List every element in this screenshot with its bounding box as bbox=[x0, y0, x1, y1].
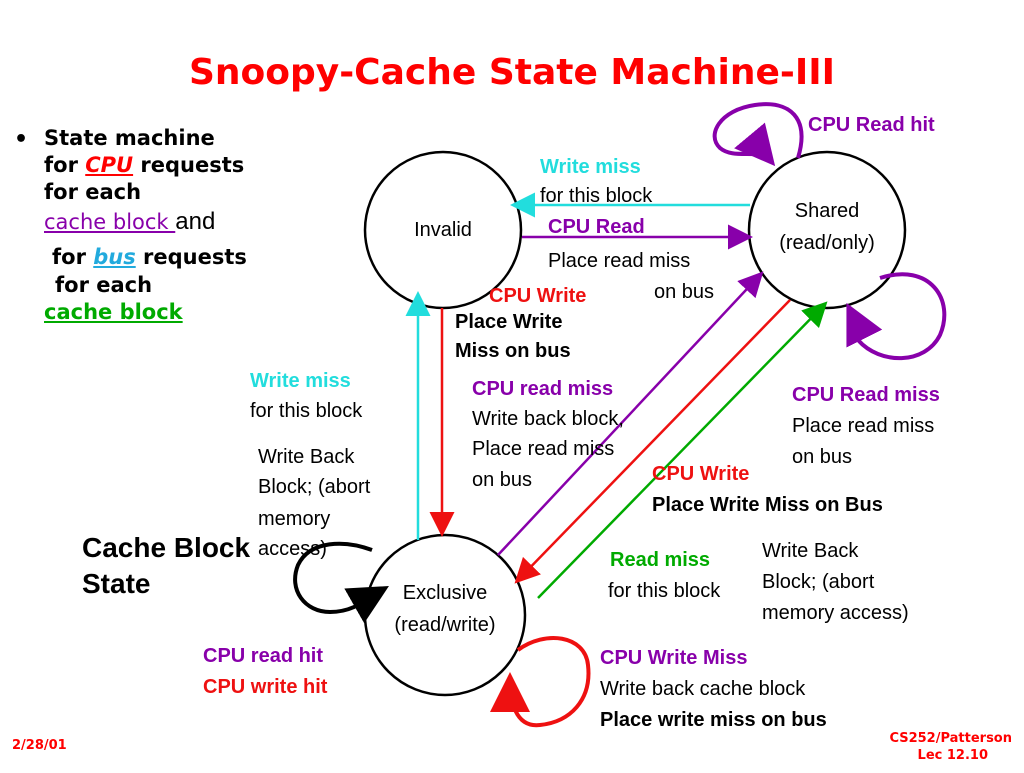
label-place-read-miss-2: on bus bbox=[654, 281, 715, 303]
legend-line-1: Cache Block bbox=[82, 532, 251, 563]
label-cpu-read-miss-shared-2: Place read miss bbox=[792, 415, 935, 437]
state-shared-label-2: (read/only) bbox=[779, 232, 875, 254]
bullet-line-5-b: requests bbox=[135, 245, 247, 269]
label-write-miss-left-1: Write miss bbox=[250, 370, 351, 392]
arrow-exclusive-to-shared bbox=[497, 271, 764, 556]
label-cpu-read-miss-shared-3: on bus bbox=[792, 446, 853, 468]
label-cpu-write-miss-1: CPU Write Miss bbox=[600, 647, 748, 669]
label-read-miss-2: for this block bbox=[608, 580, 721, 602]
bullet-line-5-a: for bbox=[52, 245, 94, 269]
loop-shared-read-hit bbox=[712, 102, 804, 167]
label-cpu-write: CPU Write bbox=[489, 285, 587, 307]
bullet-line-3: for each bbox=[44, 180, 142, 204]
bullet-cache-block-green: cache block bbox=[44, 300, 183, 324]
bullet-line-6: for each bbox=[55, 273, 153, 297]
footer-lecture: Lec 12.10 bbox=[917, 748, 988, 763]
bullet-marker: • bbox=[14, 127, 29, 152]
state-exclusive-label-1: Exclusive bbox=[402, 582, 488, 604]
label-read-miss-1: Read miss bbox=[610, 549, 711, 571]
label-write-miss-top-2: for this block bbox=[540, 185, 653, 207]
bullet-cpu-word: CPU bbox=[85, 153, 134, 177]
label-cpu-read-hit-ex: CPU read hit bbox=[203, 645, 324, 667]
page-title: Snoopy-Cache State Machine-III bbox=[188, 52, 835, 93]
label-write-back-left-1: Write Back bbox=[258, 446, 355, 468]
arrow-exclusive-to-shared-readmiss bbox=[537, 301, 828, 599]
footer-date: 2/28/01 bbox=[12, 738, 67, 753]
loop-exclusive-hit bbox=[293, 541, 389, 624]
footer-course: CS252/Patterson bbox=[889, 731, 1012, 746]
state-invalid-label: Invalid bbox=[414, 219, 472, 241]
bullet-and: and bbox=[175, 208, 216, 235]
label-cpu-write-miss-2: Write back cache block bbox=[600, 678, 806, 700]
label-write-miss-top-1: Write miss bbox=[540, 156, 641, 178]
state-exclusive-label-2: (read/write) bbox=[394, 614, 496, 636]
bullet-line-4: cache block and bbox=[44, 206, 215, 238]
bullet-cache-block-purple: cache block bbox=[44, 210, 176, 234]
label-cpu-write-shared-2: Place Write Miss on Bus bbox=[652, 494, 883, 516]
label-cpu-read-miss-shared-1: CPU Read miss bbox=[792, 384, 940, 406]
legend-line-2: State bbox=[82, 568, 151, 599]
arrow-shared-to-exclusive bbox=[514, 299, 791, 584]
label-cpu-write-miss-3: Place write miss on bus bbox=[600, 709, 827, 731]
bullet-line-5: for bus requests bbox=[52, 243, 247, 271]
bullet-line-2: for CPU requests bbox=[44, 151, 244, 179]
bullet-bus-word: bus bbox=[93, 245, 136, 269]
label-cpu-read-miss-4: on bus bbox=[472, 469, 533, 491]
state-shared-label-1: Shared bbox=[794, 200, 860, 222]
label-write-back-right-1: Write Back bbox=[762, 540, 859, 562]
label-cpu-read-miss-3: Place read miss bbox=[472, 438, 615, 460]
label-cpu-write-hit-ex: CPU write hit bbox=[203, 676, 328, 698]
label-write-back-right-2: Block; (abort bbox=[762, 571, 875, 593]
label-cpu-read-hit-shared: CPU Read hit bbox=[808, 114, 935, 136]
label-cpu-write-shared-1: CPU Write bbox=[652, 463, 750, 485]
label-place-read-miss-1: Place read miss bbox=[548, 250, 691, 272]
label-write-back-left-3: memory bbox=[258, 508, 331, 530]
label-place-write-2: Miss on bus bbox=[455, 340, 571, 362]
label-write-back-right-3: memory access) bbox=[762, 602, 909, 624]
loop-shared-read-miss bbox=[846, 272, 947, 361]
bullet-line-2-a: for bbox=[44, 153, 86, 177]
label-cpu-read-miss-2: Write back block, bbox=[472, 408, 624, 430]
loop-exclusive-write-miss bbox=[490, 636, 591, 728]
bullet-line-2-b: requests bbox=[133, 153, 245, 177]
label-write-miss-left-2: for this block bbox=[250, 400, 363, 422]
bullet-line-1: State machine bbox=[44, 126, 215, 150]
label-write-back-left-2: Block; (abort bbox=[258, 476, 371, 498]
label-place-write-1: Place Write bbox=[455, 311, 563, 333]
label-cpu-read: CPU Read bbox=[548, 216, 645, 238]
label-write-back-left-4: access) bbox=[258, 538, 327, 560]
label-cpu-read-miss-1: CPU read miss bbox=[472, 378, 614, 400]
